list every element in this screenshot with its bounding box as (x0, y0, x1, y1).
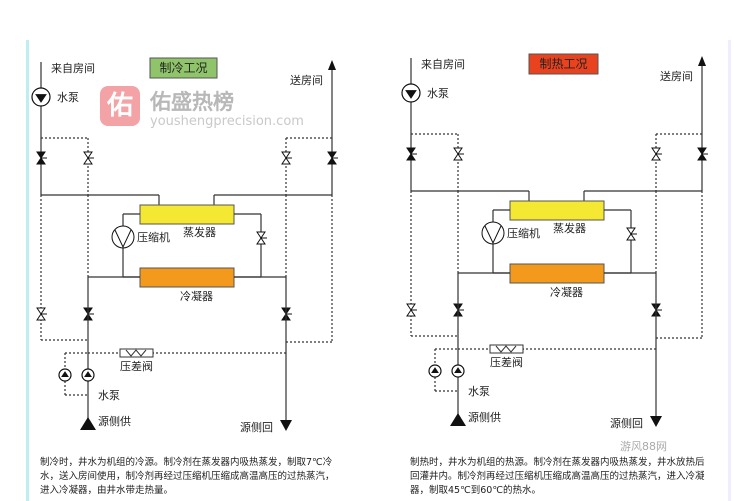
pump-icon (451, 364, 465, 378)
watermark-site: 游风88网 (620, 440, 667, 453)
pump-icon (31, 87, 51, 107)
valve-icon (453, 303, 464, 317)
pump2-label: 水泵 (98, 389, 120, 402)
evaporator (139, 204, 235, 225)
arrow-up-icon (328, 60, 336, 70)
heating-diagram: 制热工况来自房间水泵送房间蒸发器压缩机冷凝器压差阀水泵源侧供源侧回 (401, 53, 708, 430)
valve-icon (406, 147, 417, 161)
condenser (139, 267, 235, 288)
heating-title-box (528, 53, 599, 75)
valve-icon (697, 147, 708, 161)
valve-icon (651, 147, 662, 161)
pump-label: 水泵 (427, 87, 449, 100)
valve-icon (327, 151, 338, 165)
watermark-url: youshengprecision.com (150, 114, 304, 129)
valve-icon (406, 303, 417, 317)
source-supply-label: 源侧供 (98, 414, 131, 428)
valve-icon (626, 227, 637, 241)
evaporator (509, 200, 605, 221)
heating-description: 制热时，井水为机组的热源。制冷剂在蒸发器内吸热蒸发，井水放热后回灌井内。制冷剂再… (410, 457, 705, 496)
source-supply-arrow-icon (80, 417, 96, 430)
diff-valve-label: 压差阀 (120, 359, 153, 373)
evaporator-label: 蒸发器 (183, 225, 216, 239)
source-supply-arrow-icon (450, 413, 466, 426)
to-room-label: 送房间 (660, 69, 693, 83)
valve-icon (256, 231, 267, 245)
watermark-logo: 佑 (100, 86, 140, 126)
source-supply-label: 源侧供 (468, 410, 501, 424)
source-return-arrow-icon (280, 420, 292, 431)
valve-icon (281, 151, 292, 165)
arrow-up-icon (698, 56, 706, 66)
differential-valve-icon (489, 344, 524, 354)
valve-icon (36, 307, 47, 321)
pump-icon (81, 368, 95, 382)
cooling-diagram: 制冷工况来自房间水泵送房间蒸发器压缩机冷凝器压差阀水泵源侧供源侧回 (31, 57, 338, 434)
source-return-label: 源侧回 (240, 420, 273, 434)
heating-title: 制热工况 (539, 57, 587, 71)
left-border (26, 40, 29, 501)
pump-label: 水泵 (57, 91, 79, 104)
source-return-label: 源侧回 (610, 416, 643, 430)
compressor-icon (111, 225, 135, 249)
right-border (728, 40, 731, 501)
valve-icon (83, 307, 94, 321)
compressor-label: 压缩机 (137, 230, 170, 244)
from-room-label: 来自房间 (51, 62, 95, 75)
pump-icon (58, 368, 72, 382)
valve-icon (453, 147, 464, 161)
evaporator-label: 蒸发器 (553, 221, 586, 235)
from-room-label: 来自房间 (421, 58, 465, 71)
condenser (509, 263, 605, 284)
compressor-icon (481, 221, 505, 245)
differential-valve-icon (119, 348, 154, 358)
valve-icon (651, 303, 662, 317)
cooling-description: 制冷时，井水为机组的冷源。制冷剂在蒸发器内吸热蒸发，制取7℃冷水，送入房间使用，… (40, 457, 335, 496)
pump-icon (428, 364, 442, 378)
compressor-label: 压缩机 (507, 226, 540, 240)
condenser-label: 冷凝器 (180, 289, 213, 303)
cooling-title-box (149, 57, 218, 79)
condenser-label: 冷凝器 (550, 285, 583, 299)
source-return-arrow-icon (650, 416, 662, 427)
pump-icon (401, 83, 421, 103)
valve-icon (281, 307, 292, 321)
cooling-title: 制冷工况 (159, 61, 207, 75)
valve-icon (83, 151, 94, 165)
watermark-name: 佑盛热榜 (150, 90, 234, 114)
pump2-label: 水泵 (468, 385, 490, 398)
to-room-label: 送房间 (290, 73, 323, 87)
valve-icon (36, 151, 47, 165)
diff-valve-label: 压差阀 (490, 355, 523, 369)
